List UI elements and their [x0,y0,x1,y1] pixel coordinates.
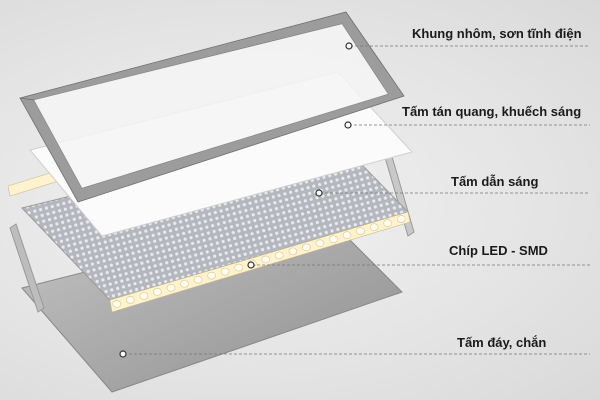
led-chip [383,219,392,227]
led-chip [261,255,271,264]
led-chip [153,288,162,296]
led-chip [275,251,284,260]
led-chip [302,243,311,252]
callout-dots [119,42,353,358]
led-chip [193,275,203,284]
label-light-guide: Tấm dẫn sáng [451,174,539,189]
callout-dot [315,189,323,197]
label-led: Chíp LED - SMD [449,243,548,258]
led-chip [220,267,230,276]
led-chip [180,279,189,288]
callout-dot [345,42,353,50]
led-chip [288,247,298,256]
callout-dot [247,261,255,269]
led-chip [329,235,338,244]
frame-inner-panel [34,24,388,188]
leader-lines [124,45,590,355]
led-chip [112,300,122,308]
led-chip [166,283,176,292]
led-chip [315,239,325,248]
led-chip [126,296,135,304]
led-chip [139,292,149,300]
label-back-plate: Tấm đáy, chắn [457,335,547,350]
led-chip [396,215,406,223]
led-chip [207,271,216,280]
label-diffuser: Tấm tán quang, khuếch sáng [402,104,582,119]
callout-dot [344,121,352,129]
led-chip [369,223,379,231]
led-chips [112,215,406,308]
callout-dot [119,350,127,358]
led-chip [342,231,352,240]
led-chip [356,227,365,235]
label-frame: Khung nhôm, sơn tĩnh điện [412,26,582,41]
led-chip [234,263,243,272]
left-side-bar [9,223,45,313]
